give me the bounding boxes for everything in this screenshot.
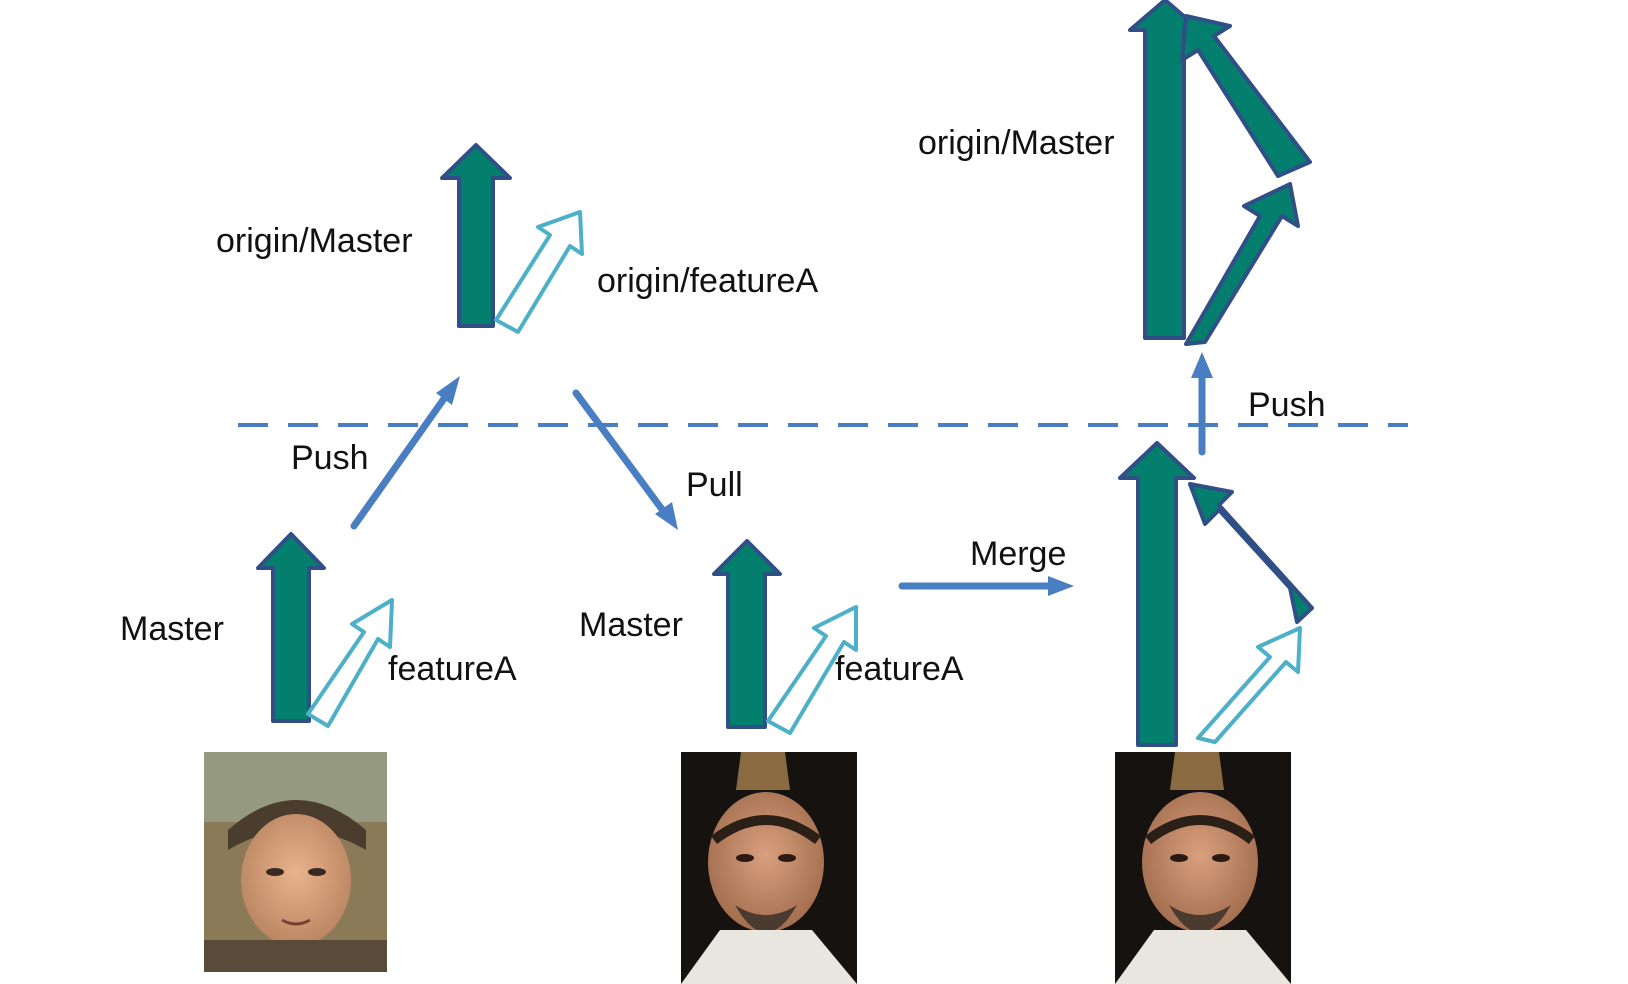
origin-featureA-label: origin/featureA [597, 262, 818, 300]
master-branch-icon [1118, 441, 1196, 747]
local-group-3 [1118, 441, 1314, 747]
master-label: Master [120, 610, 224, 648]
featureA-label: featureA [835, 650, 964, 688]
merge-label: Merge [970, 535, 1066, 573]
featureA-branch-icon [1196, 626, 1302, 744]
merge-arrow: Merge [898, 535, 1074, 596]
origin-featureA-branch-icon [1184, 182, 1300, 346]
local-group-1: Master featureA [120, 532, 517, 728]
push-arrow-2: Push [1191, 352, 1326, 456]
pull-arrow: Pull [572, 389, 743, 530]
push-label-1: Push [291, 439, 369, 477]
origin-group-1: origin/Master origin/featureA [216, 143, 818, 334]
origin-group-2: origin/Master [918, 0, 1312, 346]
push-label-2: Push [1248, 386, 1326, 424]
push-arrow-1: Push [291, 376, 460, 530]
origin-master-branch-icon [1128, 0, 1202, 340]
merged-branch-icon [1188, 482, 1314, 624]
origin-master-label: origin/Master [216, 222, 413, 260]
master-label: Master [579, 606, 683, 644]
featureA-branch-icon [306, 598, 394, 728]
pull-label: Pull [686, 466, 743, 504]
origin-master-branch-icon [440, 143, 512, 328]
featureA-label: featureA [388, 650, 517, 688]
master-branch-icon [256, 532, 326, 723]
origin-master-label: origin/Master [918, 124, 1115, 162]
master-branch-icon [712, 539, 782, 729]
local-group-2: Master featureA [579, 539, 964, 735]
featureA-branch-icon [766, 605, 858, 735]
developer-photo-elder-2 [1115, 752, 1291, 984]
developer-photo-elder-1 [681, 752, 857, 984]
origin-merged-branch-icon [1180, 14, 1312, 178]
origin-featureA-branch-icon [494, 210, 584, 334]
developer-photo-young [204, 752, 387, 972]
